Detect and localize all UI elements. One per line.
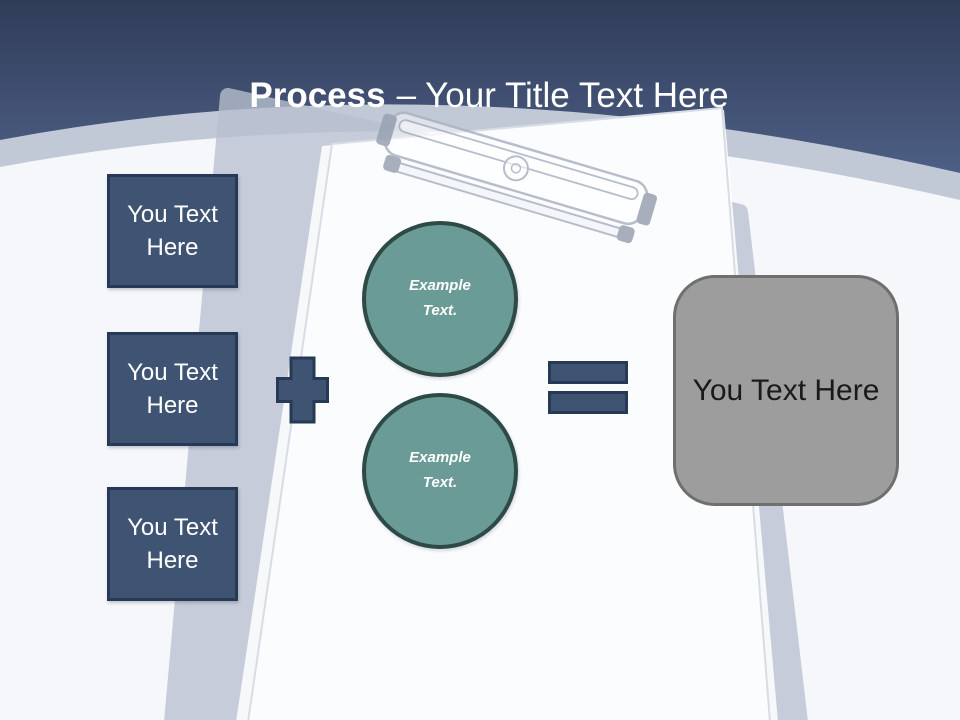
step-box-label: You Text Here [127, 200, 218, 261]
header-band [0, 0, 960, 173]
result-box-label: You Text Here [692, 373, 880, 407]
clipboard-clip-icon [376, 111, 658, 244]
example-circle-1[interactable]: Example Text. [362, 221, 518, 377]
title-emphasis: Process [249, 76, 386, 116]
example-circle-label: Example Text. [409, 449, 471, 491]
equals-operator-icon[interactable] [548, 361, 628, 384]
example-circle-label: Example Text. [409, 277, 471, 319]
process-step-box-3[interactable]: You Text Here [107, 487, 238, 601]
process-step-box-1[interactable]: You Text Here [107, 174, 238, 288]
step-box-label: You Text Here [127, 513, 218, 574]
step-box-label: You Text Here [127, 358, 218, 419]
equals-operator-icon[interactable] [548, 391, 628, 414]
process-step-box-2[interactable]: You Text Here [107, 332, 238, 446]
slide-title[interactable]: Process– Your Title Text Here [0, 73, 960, 119]
result-box[interactable]: You Text Here [673, 275, 899, 506]
title-subtitle: – Your Title Text Here [396, 76, 729, 116]
example-circle-2[interactable]: Example Text. [362, 393, 518, 549]
plus-operator-icon[interactable] [270, 350, 335, 430]
